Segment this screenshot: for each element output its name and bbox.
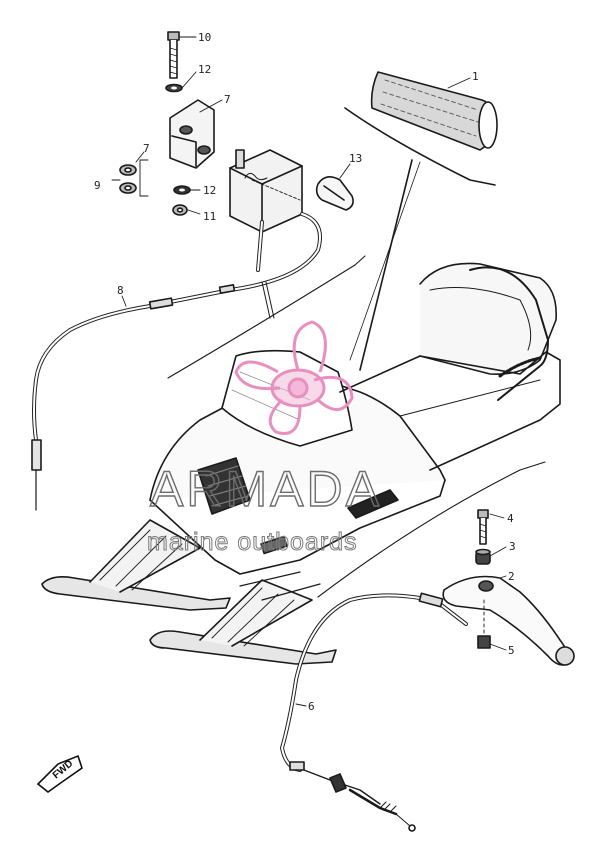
nut-11	[172, 204, 188, 216]
callout-7-secondary: 7	[143, 142, 150, 155]
watermark-logo-icon	[234, 320, 354, 435]
forward-arrow-icon: FWD	[36, 754, 83, 794]
brake-cable-6	[280, 592, 468, 832]
watermark-brand: ARMADA	[150, 461, 382, 517]
throttle-grip	[344, 71, 498, 371]
washer-12	[173, 185, 191, 195]
cutaway-line-upper	[167, 255, 366, 379]
callout-leaders	[111, 36, 507, 707]
throttle-cable-8	[31, 212, 322, 511]
callout-12-secondary: 12	[203, 184, 216, 197]
throttle-housing	[229, 149, 303, 233]
mount-bracket-7	[169, 99, 215, 169]
nut-washer-set-9	[119, 159, 149, 197]
callout-12: 12	[198, 63, 211, 76]
callout-3: 3	[509, 540, 516, 553]
callout-6: 6	[308, 700, 315, 713]
cable-clip-13	[315, 176, 354, 211]
nut-5	[477, 599, 491, 649]
callout-7: 7	[224, 93, 231, 106]
callout-13: 13	[349, 152, 362, 165]
callout-10: 10	[198, 31, 211, 44]
watermark-tagline: marine outboards	[147, 528, 358, 556]
callout-2: 2	[508, 570, 515, 583]
callout-1: 1	[472, 70, 479, 83]
bushing-3	[475, 548, 491, 565]
bolt-10	[165, 31, 183, 93]
bolt-4	[477, 509, 489, 545]
callout-9: 9	[94, 179, 101, 192]
cutaway-line-lower	[317, 461, 546, 598]
callout-11: 11	[203, 210, 216, 223]
brake-lever-2	[442, 575, 575, 666]
callout-5: 5	[508, 644, 515, 657]
callout-8: 8	[117, 284, 124, 297]
callout-4: 4	[507, 512, 514, 525]
